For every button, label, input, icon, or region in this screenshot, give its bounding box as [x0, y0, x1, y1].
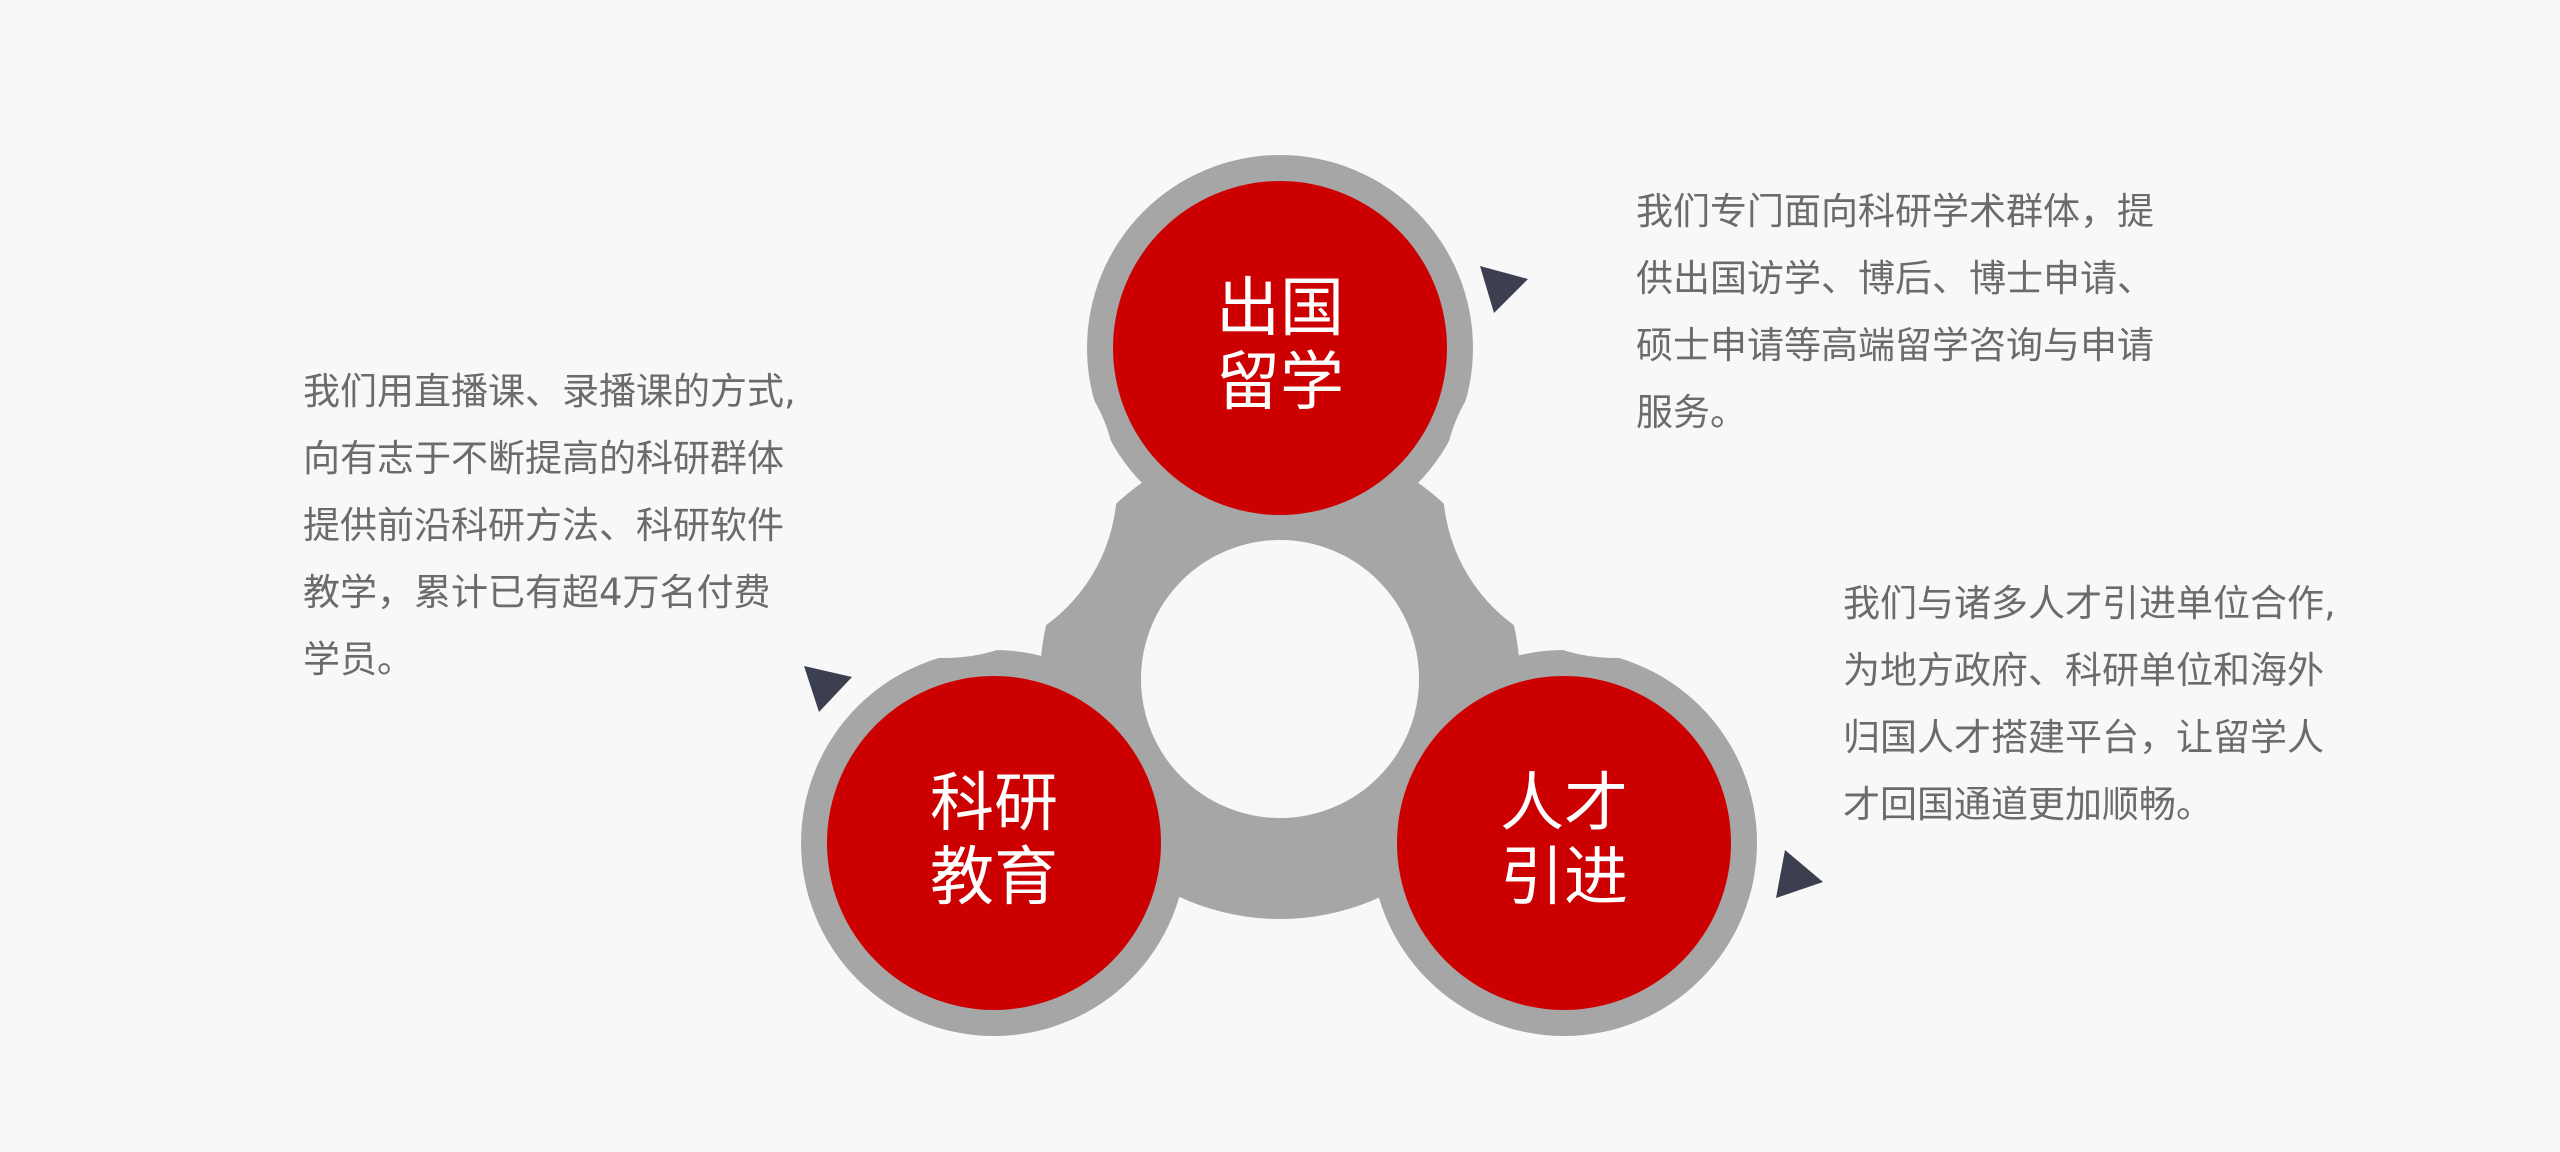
- node-right-line2: 引进: [1500, 841, 1628, 915]
- node-left-circle: [827, 676, 1161, 1010]
- node-right-line1: 人才: [1500, 767, 1628, 841]
- notch-upper-left: [773, 314, 1117, 658]
- node-top-line1: 出国: [1216, 272, 1344, 346]
- notch-upper-right: [1443, 314, 1787, 658]
- node-right-label: 人才 引进: [1414, 767, 1714, 915]
- node-left-line1: 科研: [930, 767, 1058, 841]
- description-line: 供出国访学、博后、博士申请、: [1636, 257, 2154, 300]
- pointer-triangle-top-right: [1480, 266, 1528, 313]
- description-left: 我们用直播课、录播课的方式, 向有志于不断提高的科研群体 提供前沿科研方法、科研…: [303, 358, 796, 693]
- description-line: 归国人才搭建平台，让留学人: [1843, 716, 2324, 759]
- description-line: 教学，累计已有超4万名付费: [303, 571, 771, 614]
- node-left-line2: 教育: [930, 841, 1058, 915]
- node-left-label: 科研 教育: [844, 767, 1144, 915]
- description-line: 提供前沿科研方法、科研软件: [303, 504, 784, 547]
- description-line: 我们专门面向科研学术群体，提: [1636, 190, 2154, 233]
- description-line: 为地方政府、科研单位和海外: [1843, 649, 2324, 692]
- node-top-label: 出国 留学: [1130, 272, 1430, 420]
- description-bottom-right: 我们与诸多人才引进单位合作, 为地方政府、科研单位和海外 归国人才搭建平台，让留…: [1843, 570, 2336, 838]
- pointer-triangle-left: [804, 666, 852, 712]
- description-line: 才回国通道更加顺畅。: [1843, 783, 2213, 826]
- node-right-circle: [1397, 676, 1731, 1010]
- pointer-triangle-bottom-right: [1776, 850, 1823, 898]
- description-line: 我们用直播课、录播课的方式,: [303, 370, 796, 413]
- center-hole: [1141, 540, 1419, 818]
- description-line: 向有志于不断提高的科研群体: [303, 437, 784, 480]
- notch-bottom: [1130, 1063, 1430, 1150]
- description-line: 硕士申请等高端留学咨询与申请: [1636, 324, 2154, 367]
- description-top-right: 我们专门面向科研学术群体，提 供出国访学、博后、博士申请、 硕士申请等高端留学咨…: [1636, 178, 2154, 446]
- description-line: 我们与诸多人才引进单位合作,: [1843, 582, 2336, 625]
- description-line: 学员。: [303, 638, 414, 681]
- node-top-line2: 留学: [1216, 346, 1344, 420]
- description-line: 服务。: [1636, 391, 1747, 434]
- node-top-circle: [1113, 181, 1447, 515]
